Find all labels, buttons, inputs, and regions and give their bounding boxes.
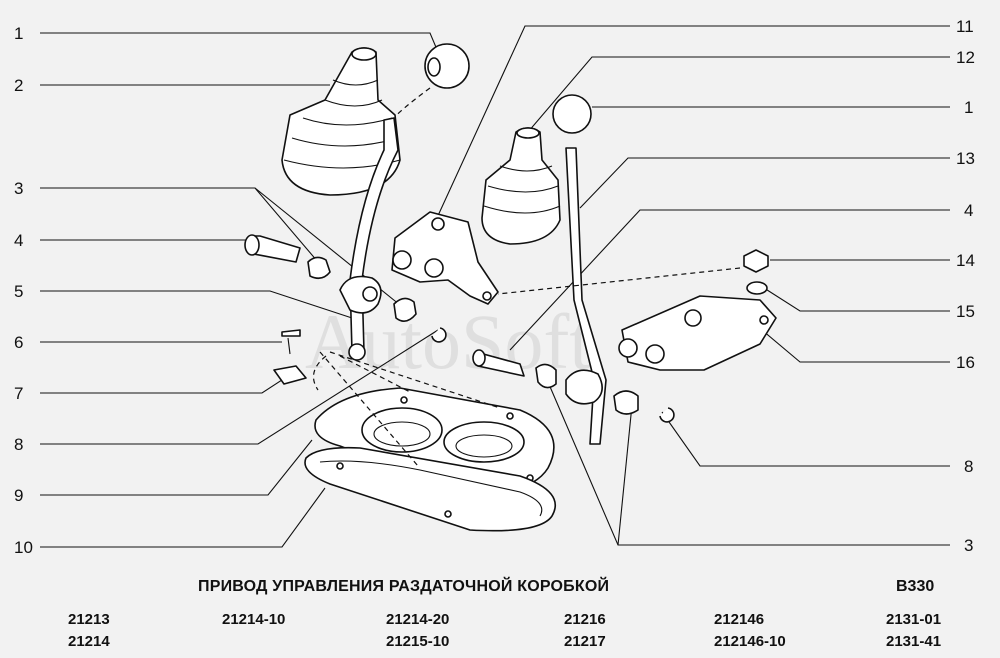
model-code: 212146-10 [714, 633, 786, 650]
model-code: 2131-01 [886, 611, 942, 628]
leader-lines [40, 25, 950, 548]
model-code: 21214-20 [386, 611, 450, 628]
exploded-parts-diagram: AutoSoft 1 2 3 4 5 6 7 8 9 10 [14, 17, 975, 557]
callout-right-8: 8 [964, 457, 973, 476]
model-code: 21217 [564, 633, 606, 650]
callout-labels: 1 2 3 4 5 6 7 8 9 10 11 12 1 13 4 14 15 … [14, 17, 975, 557]
model-code: 212146 [714, 611, 765, 628]
left-lever [339, 117, 399, 361]
left-knob [389, 43, 470, 123]
left-small-parts [244, 234, 557, 389]
callout-right-14: 14 [956, 251, 975, 270]
callout-left-7: 7 [14, 384, 23, 403]
callout-left-6: 6 [14, 333, 23, 352]
callout-right-15: 15 [956, 302, 975, 321]
right-lever [565, 147, 607, 445]
assembly-lines [312, 351, 501, 467]
right-knob [552, 94, 592, 134]
model-code: 21214 [68, 633, 110, 650]
callout-left-1: 1 [14, 24, 23, 43]
callout-left-10: 10 [14, 538, 33, 557]
gasket [304, 446, 557, 532]
callout-left-8: 8 [14, 435, 23, 454]
diagram-title: ПРИВОД УПРАВЛЕНИЯ РАЗДАТОЧНОЙ КОРОБКОЙ [198, 578, 610, 595]
callout-left-2: 2 [14, 76, 23, 95]
right-boot [481, 127, 561, 245]
callout-right-13: 13 [956, 149, 975, 168]
diagram-code: B330 [896, 578, 935, 595]
callout-right-12: 12 [956, 48, 975, 67]
callout-right-3: 3 [964, 536, 973, 555]
model-code: 21214-10 [222, 611, 286, 628]
callout-right-4: 4 [964, 201, 973, 220]
callout-left-9: 9 [14, 486, 23, 505]
right-small-parts [613, 390, 675, 423]
model-code: 21215-10 [386, 633, 450, 650]
model-code: 2131-41 [886, 633, 942, 650]
callout-left-3: 3 [14, 179, 23, 198]
right-bracket [497, 249, 777, 371]
callout-right-16: 16 [956, 353, 975, 372]
callout-right-1: 1 [964, 98, 973, 117]
left-bracket [391, 211, 499, 305]
callout-right-11: 11 [956, 17, 974, 36]
model-code: 21216 [564, 611, 606, 628]
callout-left-4: 4 [14, 231, 23, 250]
model-code: 21213 [68, 611, 110, 628]
callout-left-5: 5 [14, 282, 23, 301]
